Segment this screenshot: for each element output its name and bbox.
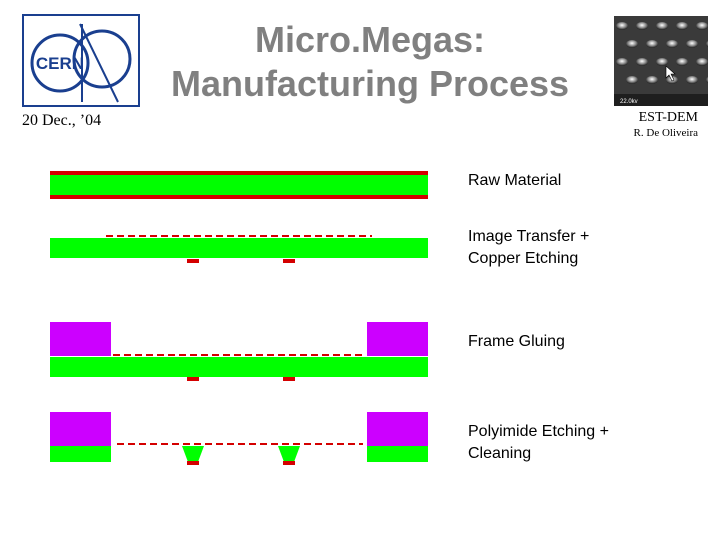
step-frame-gluing-figure	[50, 322, 428, 381]
page-title: Micro.Megas: Manufacturing Process	[140, 18, 600, 106]
step-label-polyimide-etching: Polyimide Etching + Cleaning	[468, 421, 609, 465]
step-polyimide-etching-figure	[50, 412, 428, 465]
title-line-1: Micro.Megas:	[254, 19, 486, 60]
step-label-line: Cleaning	[468, 445, 532, 462]
mesh-hole	[616, 58, 628, 66]
mesh-hole	[686, 40, 698, 48]
organization-label: EST-DEM	[638, 110, 698, 125]
mesh-hole	[656, 22, 668, 30]
step-label-line: Polyimide Etching +	[468, 423, 609, 440]
mesh-hole	[676, 22, 688, 30]
cern-logo-icon: CERN	[22, 14, 140, 107]
step-label-copper-etching: Image Transfer + Copper Etching	[468, 226, 589, 270]
title-line-2: Manufacturing Process	[170, 63, 570, 104]
step-label-frame-gluing: Frame Gluing	[468, 331, 565, 353]
mesh-hole	[696, 58, 708, 66]
mesh-hole	[646, 40, 658, 48]
copper-layer-bottom	[50, 195, 428, 199]
polyimide-layer	[50, 357, 428, 377]
step-label-line: Image Transfer +	[468, 228, 590, 245]
photo-caption: 22.0kv	[620, 99, 638, 105]
mesh-hole	[696, 22, 708, 30]
polyimide-remaining	[50, 446, 111, 462]
copper-strip	[283, 377, 295, 381]
frame-left	[50, 322, 111, 356]
frame-left	[50, 412, 111, 446]
step-label-line: Copper Etching	[468, 250, 579, 267]
polyimide-pillar	[278, 446, 300, 462]
mesh-hole	[636, 58, 648, 66]
mesh-hole	[676, 58, 688, 66]
date-label: 20 Dec., ’04	[22, 112, 102, 129]
copper-layer-top	[50, 171, 428, 175]
copper-strip	[283, 259, 295, 263]
logo-text: CERN	[36, 54, 84, 73]
mesh-hole	[706, 77, 708, 83]
step-label-line: Frame Gluing	[468, 333, 565, 350]
mesh-hole	[626, 40, 638, 48]
step-raw-material-figure	[50, 171, 428, 199]
micromesh-photo-icon: 22.0kv	[614, 16, 708, 106]
step-label-line: Raw Material	[468, 172, 562, 189]
step-copper-etching-figure	[50, 235, 428, 263]
mesh-hole	[706, 41, 708, 47]
copper-strip	[187, 259, 199, 263]
mesh-hole	[626, 76, 638, 84]
polyimide-layer	[50, 175, 428, 195]
copper-strip	[187, 377, 199, 381]
copper-strip	[187, 461, 199, 465]
mesh-hole	[656, 58, 668, 66]
mesh-hole	[666, 40, 678, 48]
polyimide-layer	[50, 238, 428, 258]
step-label-raw-material: Raw Material	[468, 170, 561, 192]
mesh-hole	[686, 76, 698, 84]
frame-right	[367, 412, 428, 446]
mesh-hole	[646, 76, 658, 84]
polyimide-remaining	[367, 446, 428, 462]
polyimide-pillar	[182, 446, 204, 462]
mesh-hole	[616, 22, 628, 30]
author-label: R. De Oliveira	[633, 127, 698, 139]
frame-right	[367, 322, 428, 356]
mesh-hole	[636, 22, 648, 30]
copper-strip	[283, 461, 295, 465]
